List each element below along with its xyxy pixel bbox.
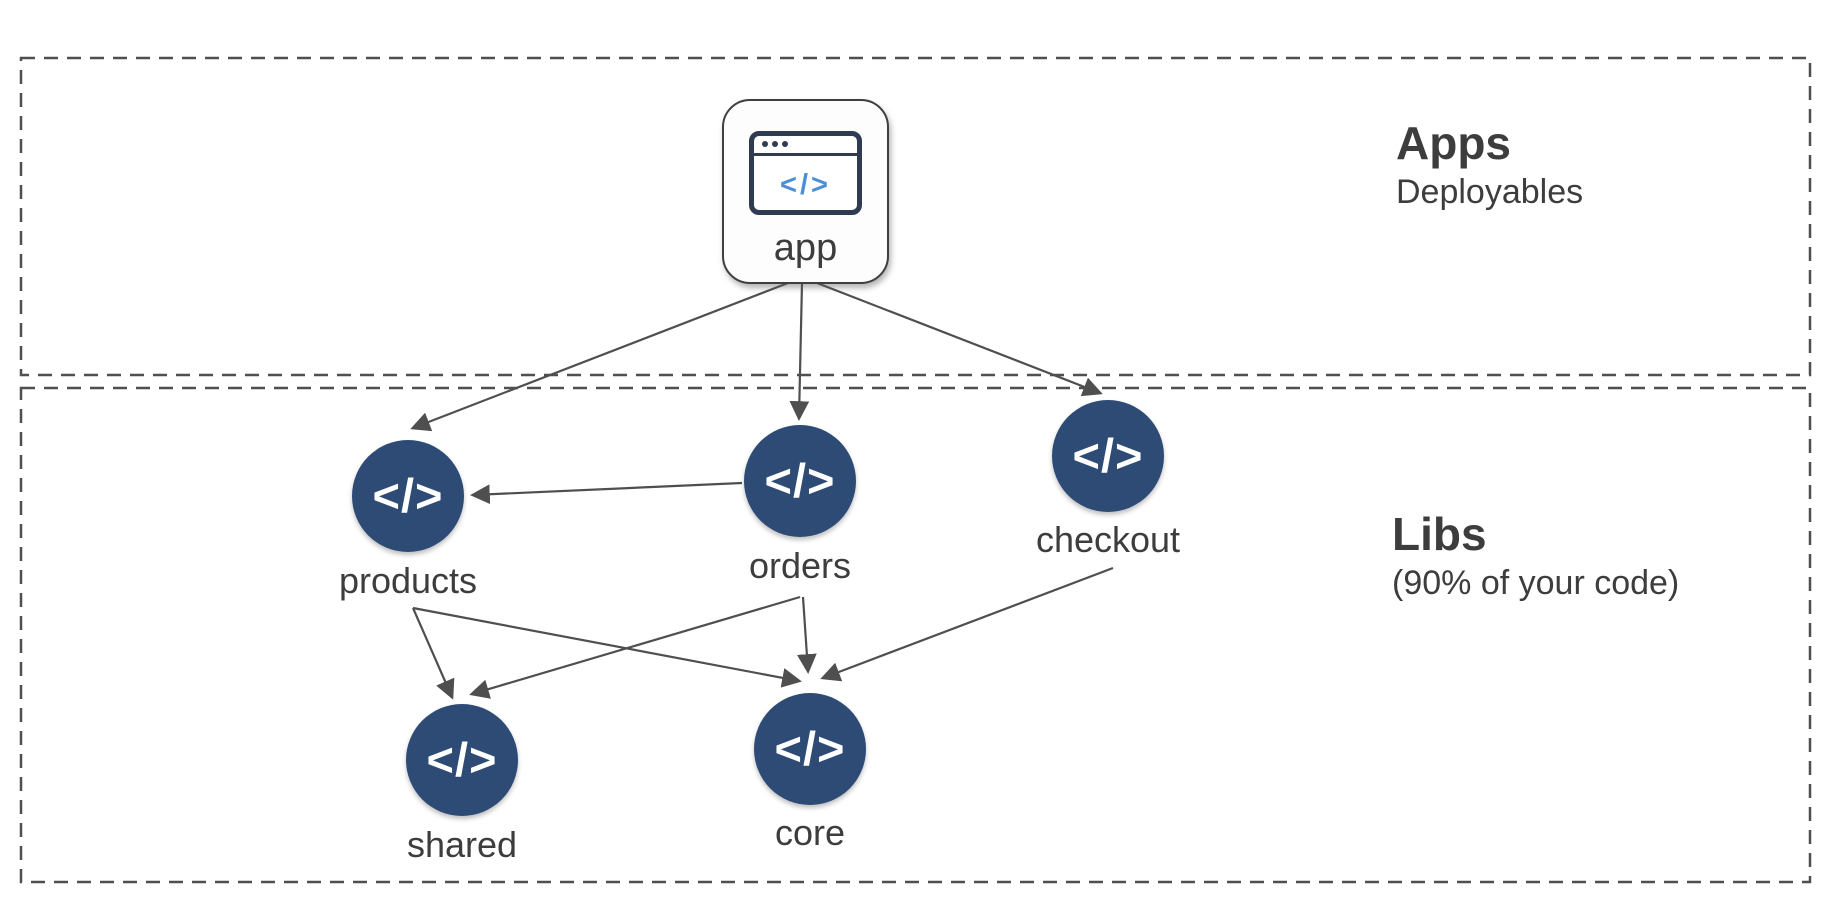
edge-orders-products — [470, 481, 743, 505]
app-node-label: app — [773, 227, 838, 269]
lib-node-products: </> — [352, 440, 464, 552]
apps-section-label: Apps Deployables — [1396, 115, 1583, 214]
libs-section-box — [19, 386, 1812, 884]
edge-products-core — [412, 606, 802, 688]
apps-section-subtitle: Deployables — [1396, 173, 1584, 212]
window-dots-icon — [762, 141, 788, 147]
edge-app-products — [410, 281, 789, 432]
lib-node-shared: </> — [406, 704, 518, 816]
apps-section-title: Apps — [1396, 117, 1511, 169]
window-dot — [762, 141, 768, 147]
code-icon: </> — [372, 468, 444, 522]
window-title-bar — [754, 153, 857, 156]
libs-section-title: Libs — [1392, 508, 1487, 560]
lib-node-core: </> — [754, 693, 866, 805]
edge-products-shared — [411, 607, 455, 700]
code-icon: </> — [426, 732, 498, 786]
lib-node-label-core: core — [774, 812, 846, 853]
libs-section-label: Libs (90% of your code) — [1392, 506, 1679, 605]
lib-node-checkout: </> — [1052, 400, 1164, 512]
lib-node-label-products: products — [338, 560, 478, 601]
edge-app-orders — [789, 282, 810, 421]
apps-section-box — [19, 56, 1812, 377]
window-dot — [772, 141, 778, 147]
edge-checkout-core — [820, 566, 1114, 682]
browser-code-icon: </> — [749, 131, 862, 215]
code-icon: </> — [764, 453, 836, 507]
lib-node-label-shared: shared — [406, 824, 518, 865]
lib-node-label-checkout: checkout — [1035, 519, 1181, 560]
lib-node-label-orders: orders — [748, 545, 852, 586]
libs-section-subtitle: (90% of your code) — [1392, 564, 1680, 603]
window-dot — [782, 141, 788, 147]
edge-orders-core — [796, 596, 817, 674]
code-icon: </> — [780, 168, 831, 201]
code-icon: </> — [774, 721, 846, 775]
edge-app-checkout — [816, 281, 1103, 397]
app-node: </> app — [722, 99, 889, 284]
edge-orders-shared — [469, 595, 801, 699]
lib-node-orders: </> — [744, 425, 856, 537]
code-icon: </> — [1072, 428, 1144, 482]
